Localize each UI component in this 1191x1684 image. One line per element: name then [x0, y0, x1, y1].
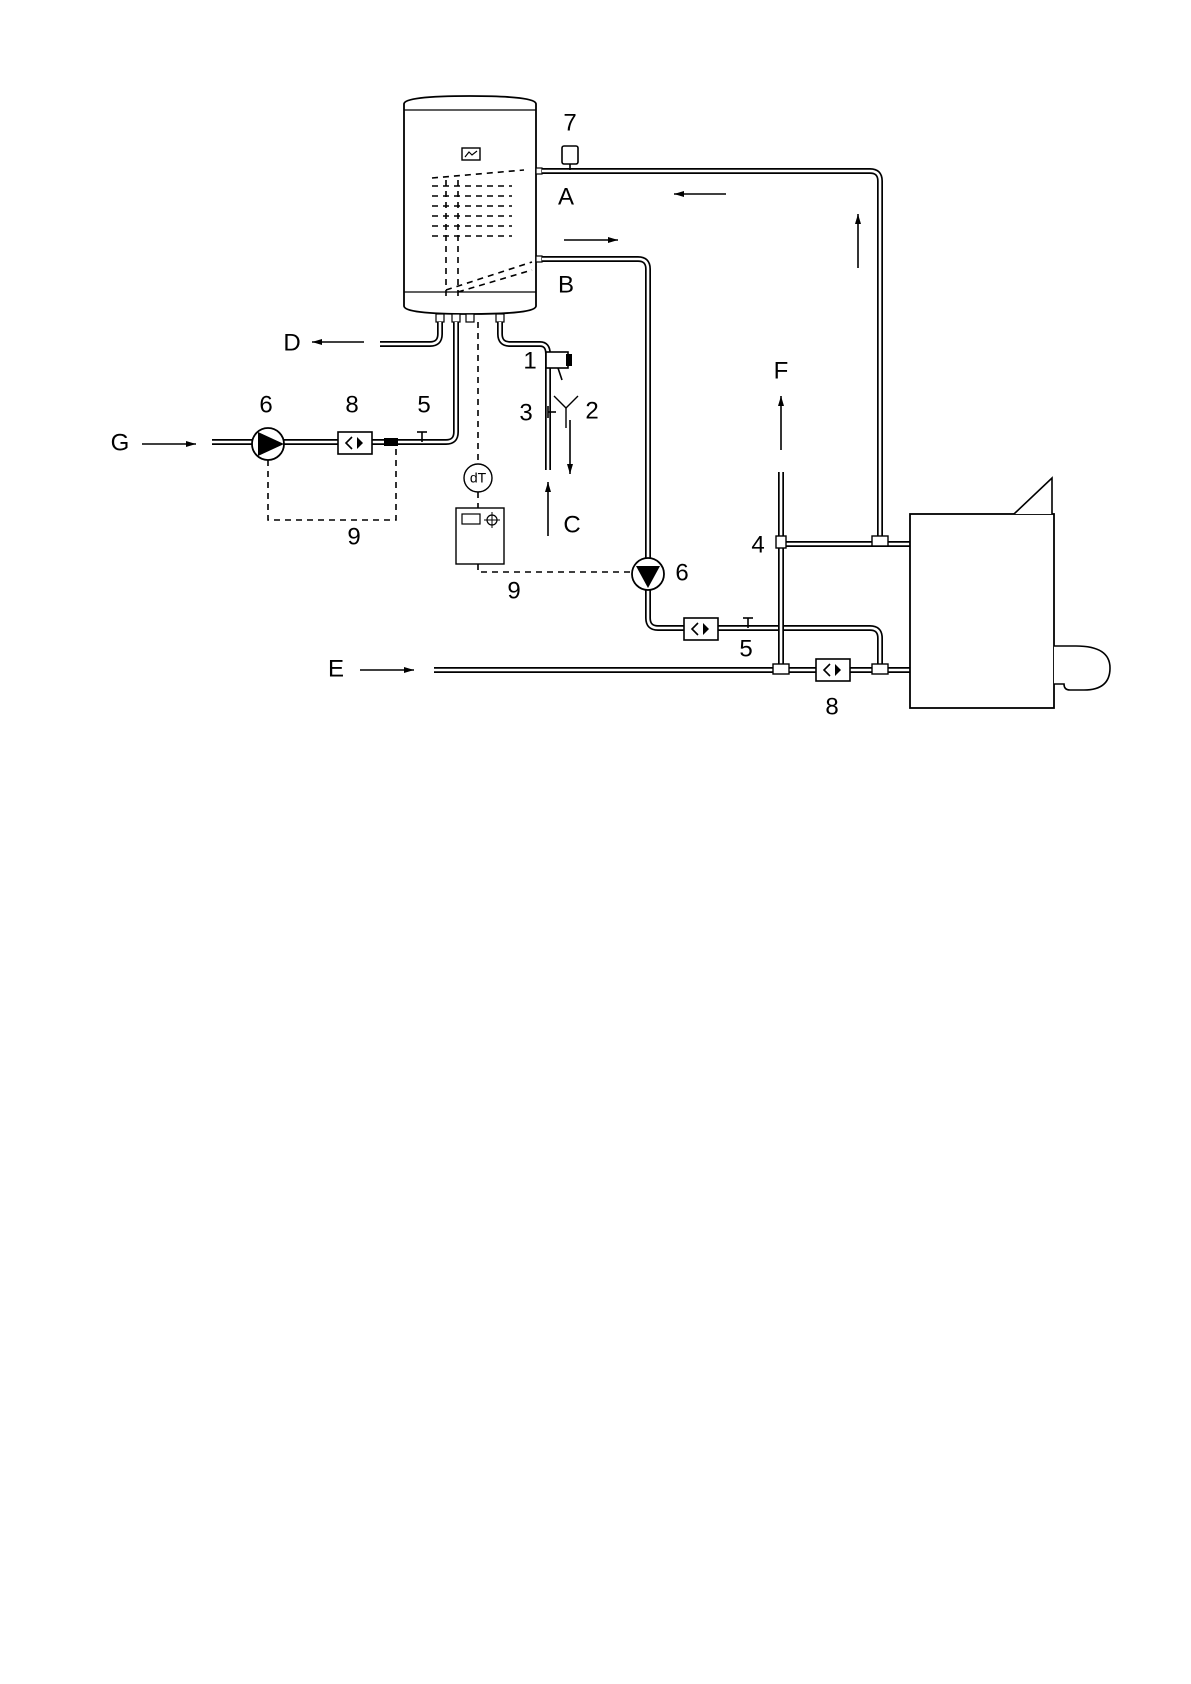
- label-8-left: 8: [345, 391, 358, 418]
- label-1: 1: [523, 347, 536, 374]
- svg-text:dT: dT: [470, 470, 487, 486]
- solar-controller: [456, 508, 504, 564]
- label-7: 7: [563, 109, 576, 136]
- label-9-mid: 9: [507, 577, 520, 604]
- pump-left: [252, 428, 284, 460]
- label-c: C: [563, 511, 580, 538]
- check-valve-right: [816, 659, 850, 681]
- label-4: 4: [751, 531, 764, 558]
- label-5-right: 5: [739, 635, 752, 662]
- dt-sensor: dT: [464, 464, 492, 492]
- pump-right: [632, 558, 664, 590]
- label-6-left: 6: [259, 391, 272, 418]
- label-f: F: [774, 357, 789, 384]
- label-8-right: 8: [825, 693, 838, 720]
- boiler: [910, 478, 1110, 708]
- burner-icon: [1054, 646, 1110, 690]
- drain-funnel: [554, 396, 578, 428]
- pipes: [212, 171, 910, 670]
- label-5-left: 5: [417, 391, 430, 418]
- label-d: D: [283, 329, 300, 356]
- label-b: B: [558, 271, 574, 298]
- water-heater-tank: [404, 96, 542, 322]
- label-e: E: [328, 655, 344, 682]
- label-2: 2: [585, 397, 598, 424]
- check-valve-middle: [684, 618, 718, 640]
- check-valve-left: [338, 432, 372, 454]
- label-a: A: [558, 183, 574, 210]
- label-6-right: 6: [675, 559, 688, 586]
- label-3: 3: [519, 399, 532, 426]
- label-g: G: [111, 429, 130, 456]
- label-9-left: 9: [347, 523, 360, 550]
- tee-fittings: [773, 536, 888, 674]
- air-vent: [562, 146, 578, 170]
